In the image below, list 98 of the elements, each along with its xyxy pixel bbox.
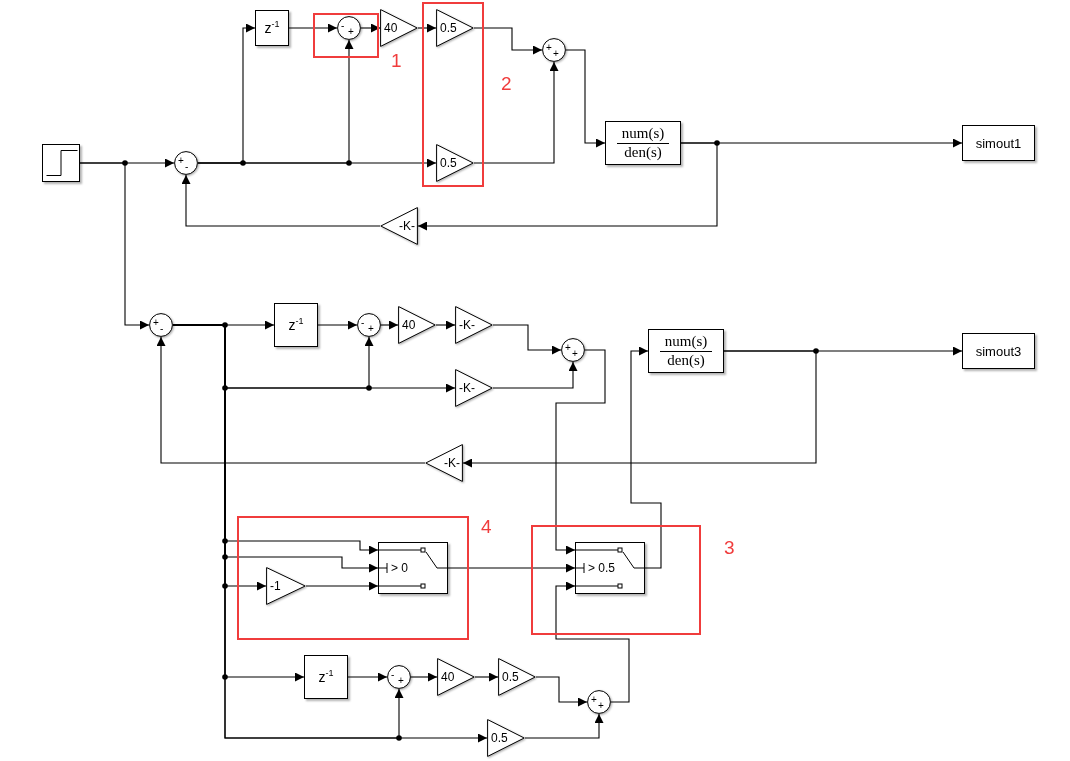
variable-name: simout1: [975, 136, 1022, 150]
signal-arrow: [492, 324, 562, 355]
workspace-output-block: [962, 333, 1035, 369]
sign-label: +: [553, 49, 559, 59]
signal-arrow: [474, 672, 499, 682]
callout-number: 2: [501, 74, 512, 93]
delay-label: z$^{-1}$: [264, 21, 280, 35]
signal-arrow: [305, 581, 379, 591]
signal-arrow: [565, 49, 606, 148]
signal-arrow: [417, 142, 718, 231]
signal-arrow: [197, 158, 437, 168]
sign-label: -: [361, 318, 365, 328]
gain-value: -K-: [399, 220, 415, 232]
gain-block: [436, 9, 474, 47]
sign-label: -: [185, 162, 189, 172]
signal-arrow: [410, 672, 438, 682]
gain-block: [436, 144, 474, 182]
gain-block: [437, 658, 475, 696]
threshold-label: > 0.5: [588, 562, 616, 574]
gain-value: 40: [384, 22, 398, 34]
denominator-label: den(s): [667, 353, 705, 368]
gain-value: 0.5: [491, 732, 508, 744]
signal-arrow: [79, 162, 150, 330]
gain-block: [487, 719, 525, 757]
sum-block: [387, 665, 411, 689]
sign-label: -: [391, 670, 395, 680]
signal-arrow: [535, 676, 588, 707]
signal-arrow: [555, 349, 606, 555]
gain-block: [498, 658, 536, 696]
signal-arrow: [317, 320, 358, 330]
transfer-function-block: [648, 329, 724, 373]
signal-arrow: [288, 23, 338, 33]
sign-label: +: [572, 349, 578, 359]
sum-block: [149, 313, 173, 337]
signal-arrow: [462, 350, 817, 468]
gain-value: 40: [402, 319, 416, 331]
threshold-label: > 0: [391, 562, 408, 574]
sum-block: [337, 16, 361, 40]
sign-label: -: [341, 21, 345, 31]
signal-arrow: [181, 174, 381, 227]
sign-label: +: [598, 701, 604, 711]
signal-arrow: [492, 361, 578, 389]
sum-block: [561, 338, 585, 362]
sign-label: +: [565, 343, 571, 353]
signal-arrow: [555, 581, 630, 703]
gain-block: [380, 9, 418, 47]
gain-value: -1: [270, 580, 281, 592]
denominator-label: den(s): [624, 145, 662, 160]
callout-number: 3: [724, 538, 735, 557]
unit-delay-block: [274, 303, 318, 347]
sum-block: [542, 38, 566, 62]
variable-name: simout3: [975, 344, 1022, 358]
callout-number: 1: [391, 51, 402, 70]
gain-value: -K-: [459, 319, 475, 331]
sign-label: +: [153, 318, 159, 328]
sum-block: [587, 690, 611, 714]
gain-block: [398, 306, 436, 344]
delay-label: z$^{-1}$: [318, 670, 334, 684]
gain-block: [455, 369, 493, 407]
gain-block: [380, 207, 418, 245]
gain-block: [425, 444, 463, 482]
signal-arrow: [417, 23, 437, 33]
callout-number: 4: [481, 517, 492, 536]
signal-arrow: [435, 320, 456, 330]
numerator-label: num(s): [664, 334, 708, 349]
sign-label: -: [160, 324, 164, 334]
gain-value: 0.5: [440, 22, 457, 34]
signal-arrow: [473, 61, 559, 164]
signal-arrow: [447, 563, 576, 573]
sign-label: +: [546, 43, 552, 53]
signal-arrow: [347, 672, 388, 682]
gain-block: [266, 567, 306, 605]
unit-delay-block: [304, 655, 348, 699]
gain-value: 0.5: [502, 671, 519, 683]
gain-value: 0.5: [440, 157, 457, 169]
gain-block: [455, 306, 493, 344]
sign-label: +: [348, 27, 354, 37]
signal-arrow: [524, 713, 604, 739]
sign-label: +: [368, 324, 374, 334]
numerator-label: num(s): [621, 126, 665, 141]
sign-label: +: [398, 676, 404, 686]
switch-block: [378, 542, 448, 594]
delay-label: z$^{-1}$: [288, 318, 304, 332]
unit-delay-block: [255, 10, 289, 46]
workspace-output-block: [962, 125, 1035, 161]
signal-arrow: [630, 346, 662, 569]
gain-value: -K-: [459, 382, 475, 394]
sign-label: +: [591, 695, 597, 705]
signal-arrow: [156, 336, 426, 464]
transfer-function-block: [605, 121, 681, 165]
gain-value: 40: [441, 671, 455, 683]
sign-label: +: [178, 156, 184, 166]
gain-value: -K-: [444, 457, 460, 469]
signal-arrow: [380, 320, 399, 330]
switch-block: [575, 542, 645, 594]
signal-arrow: [473, 27, 543, 55]
sum-block: [357, 313, 381, 337]
sum-block: [174, 151, 198, 175]
